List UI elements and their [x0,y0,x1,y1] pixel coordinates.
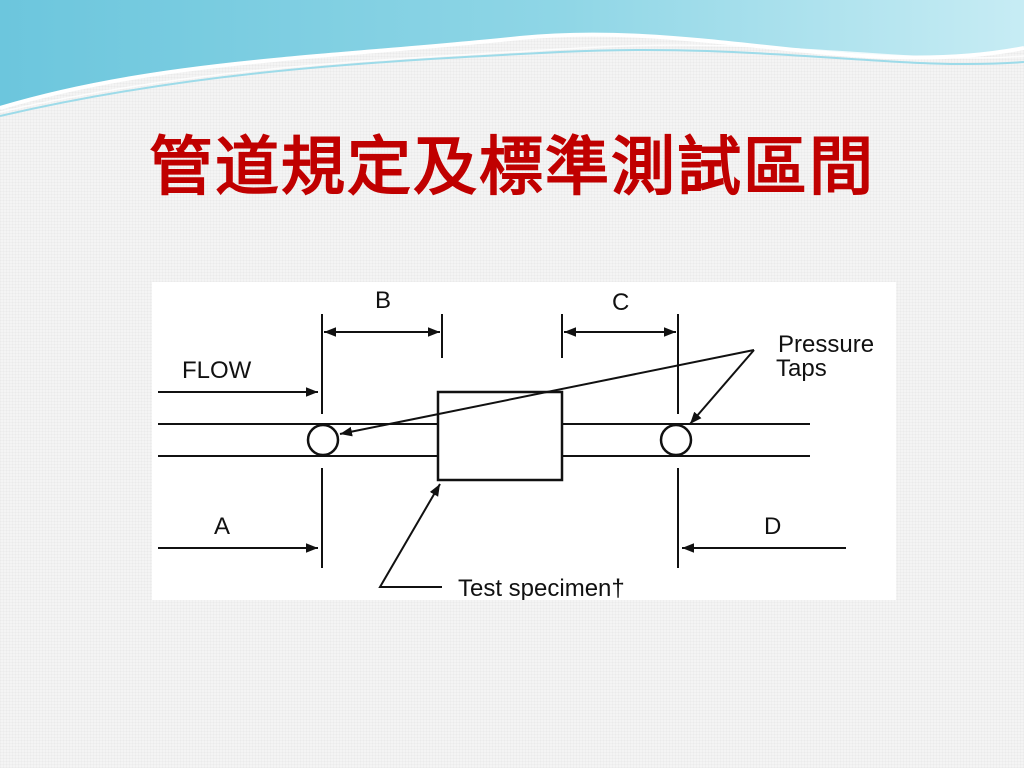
label-pressure: Pressure [778,331,874,358]
test-specimen-box [436,390,564,482]
label-test-specimen: Test specimen† [458,575,625,600]
label-flow: FLOW [182,357,252,384]
header-wave-decoration [0,0,1024,117]
label-d: D [764,513,781,540]
specimen-leader [378,483,442,588]
pressure-tap-left [306,423,340,457]
test-section-diagram: FLOW B C Pressure Taps A D Test specimen… [152,282,896,600]
label-c: C [612,289,629,316]
slide-title: 管道規定及標準測試區間 [149,130,875,205]
label-b: B [375,287,391,314]
label-a: A [214,513,230,540]
pressure-leader-right [689,349,755,425]
label-taps: Taps [776,355,827,382]
pressure-tap-right [659,423,693,457]
diagram-canvas: FLOW B C Pressure Taps A D Test specimen… [158,287,874,600]
pressure-leader-left [339,349,755,437]
